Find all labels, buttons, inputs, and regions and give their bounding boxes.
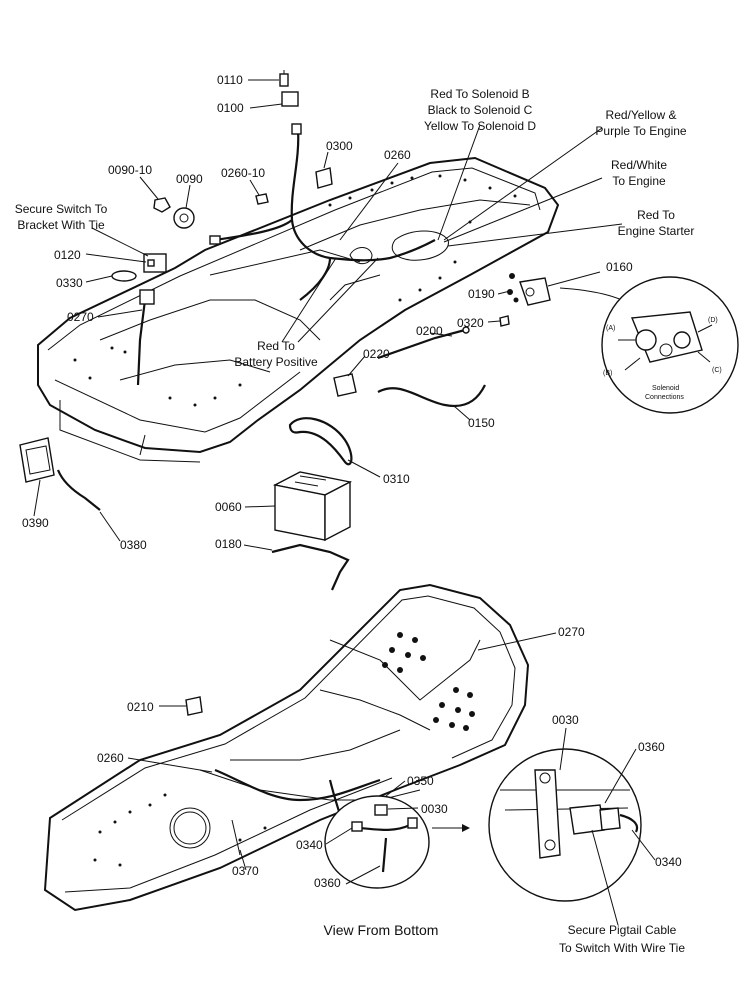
note-red-white-line1: Red/White [611,158,667,172]
note-red-yellow-line2: Purple To Engine [595,124,687,138]
solenoid-inset: (A) (B) (C) (D) Solenoid Connections [559,276,739,414]
label-0110: 0110 [217,73,243,87]
inset-label-d: (D) [708,317,718,324]
inset-caption-line1: Solenoid [652,385,679,392]
part-0210 [185,696,203,716]
label-0100: 0100 [217,101,244,115]
label-0360-right: 0360 [638,740,665,754]
label-0270-bottom: 0270 [558,625,585,639]
label-0320: 0320 [457,316,484,330]
label-0180: 0180 [215,537,242,551]
label-0030-right: 0030 [552,713,579,727]
part-0120 [143,253,167,273]
note-red-battery-line2: Battery Positive [234,355,318,369]
note-pigtail-line1: Secure Pigtail Cable [568,923,677,937]
part-0300 [315,167,333,189]
inset-label-a: (A) [606,325,615,332]
label-0260-bottom: 0260 [97,751,124,765]
label-0350: 0350 [407,774,434,788]
label-0300: 0300 [326,139,353,153]
label-0380: 0380 [120,538,147,552]
top-frame-holes [73,174,517,407]
bottom-vents [382,632,475,731]
note-red-starter-line2: Engine Starter [618,224,695,238]
note-red-white-line2: To Engine [612,174,666,188]
note-red-starter-line1: Red To [637,208,675,222]
view-caption: View From Bottom [324,922,439,938]
part-0150 [377,384,486,408]
part-0260-10 [255,193,269,205]
part-labels: 0110 0100 0090-10 0090 0260-10 0300 0260… [22,73,682,890]
part-0320 [499,315,510,327]
note-pigtail-line2: To Switch With Wire Tie [559,941,685,955]
label-0340-right: 0340 [655,855,682,869]
label-0260-top: 0260 [384,148,411,162]
inset-label-c: (C) [712,367,722,374]
label-0060: 0060 [215,500,242,514]
label-0330: 0330 [56,276,83,290]
label-0190: 0190 [468,287,495,301]
part-0220 [333,373,357,397]
inset-caption-line2: Connections [645,394,684,401]
note-secure-switch-line1: Secure Switch To [15,202,108,216]
note-solenoid-line3: Yellow To Solenoid D [424,119,536,133]
part-0190 [507,273,519,303]
part-0330 [111,270,137,282]
part-0090-10 [153,197,171,213]
part-0090 [173,207,195,229]
bottom-frame-drawing [43,583,530,912]
callout-notes: Red To Solenoid B Black to Solenoid C Ye… [15,87,695,955]
note-red-battery-line1: Red To [257,339,295,353]
note-solenoid-line2: Black to Solenoid C [428,103,533,117]
note-secure-switch-line2: Bracket With Tie [17,218,105,232]
inset-label-b: (B) [603,370,612,377]
label-0310: 0310 [383,472,410,486]
label-0120: 0120 [54,248,81,262]
bottom-frame-holes [93,793,267,867]
part-0390 [19,437,55,483]
label-0360-left: 0360 [314,876,341,890]
label-0210: 0210 [127,700,154,714]
part-0100 [281,91,302,135]
label-0090-10: 0090-10 [108,163,152,177]
part-0060-battery [272,471,353,542]
part-0160 [519,277,551,306]
part-0180 [271,543,350,591]
label-0270-top: 0270 [67,310,94,324]
label-0090: 0090 [176,172,203,186]
part-0380 [56,469,101,511]
label-0260-10: 0260-10 [221,166,265,180]
detail-arrow [432,824,470,832]
label-0150: 0150 [468,416,495,430]
label-0220: 0220 [363,347,390,361]
part-0310 [288,417,353,466]
leader-lines [33,79,656,926]
part-0270-switch [139,289,155,305]
label-0390: 0390 [22,516,49,530]
label-0160: 0160 [606,260,633,274]
label-0030-left: 0030 [421,802,448,816]
note-solenoid-line1: Red To Solenoid B [430,87,529,101]
wire-harness [136,129,436,386]
part-0200 [377,326,470,360]
label-0200: 0200 [416,324,443,338]
label-0370: 0370 [232,864,259,878]
part-0370 [231,819,241,856]
top-frame-drawing [37,156,560,463]
note-red-yellow-line1: Red/Yellow & [606,108,677,122]
bottom-detail-circle-right [488,748,642,902]
label-0340-left: 0340 [296,838,323,852]
part-0110 [279,70,289,87]
bottom-detail-circle-left [324,795,430,889]
